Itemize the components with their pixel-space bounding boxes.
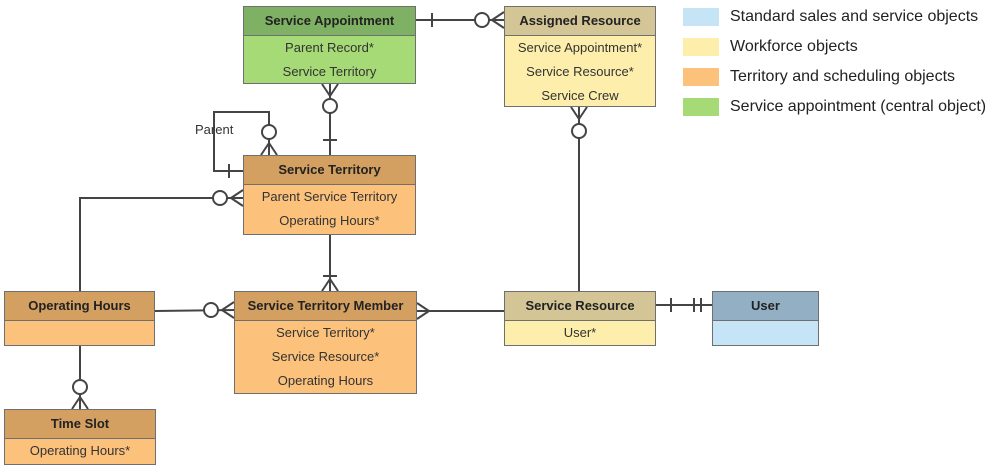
crows-foot bbox=[570, 106, 580, 120]
entity-field: Operating Hours* bbox=[279, 213, 380, 228]
crows-foot bbox=[578, 106, 588, 120]
entity-service-resource[interactable]: Service Resource User* bbox=[504, 291, 656, 346]
legend-swatch bbox=[683, 38, 719, 56]
entity-field: User* bbox=[563, 325, 597, 340]
legend-label: Standard sales and service objects bbox=[730, 8, 979, 25]
entity-title: Time Slot bbox=[5, 410, 155, 439]
entity-time-slot[interactable]: Time Slot Operating Hours* bbox=[4, 409, 156, 465]
entity-field: Operating Hours* bbox=[29, 443, 131, 458]
crows-foot bbox=[491, 19, 505, 29]
zero-marker bbox=[261, 124, 277, 140]
crows-foot bbox=[321, 278, 331, 292]
legend-label: Territory and scheduling objects bbox=[730, 68, 956, 85]
crows-foot bbox=[321, 83, 331, 97]
entity-field: Service Resource* bbox=[271, 349, 380, 364]
crows-foot bbox=[221, 301, 235, 311]
zero-marker bbox=[322, 98, 338, 114]
legend-swatch bbox=[683, 8, 719, 26]
legend-swatch bbox=[683, 68, 719, 86]
crows-foot bbox=[268, 142, 278, 156]
entity-operating-hours[interactable]: Operating Hours bbox=[4, 291, 155, 346]
crows-foot bbox=[329, 278, 339, 292]
relationship-line bbox=[154, 309, 235, 312]
entity-field: Parent Record* bbox=[285, 40, 374, 55]
zero-marker bbox=[72, 379, 88, 395]
crows-foot bbox=[71, 396, 81, 410]
entity-field: Service Territory* bbox=[276, 325, 375, 340]
entity-user[interactable]: User bbox=[712, 291, 819, 346]
crows-foot bbox=[329, 83, 339, 97]
legend-label: Workforce objects bbox=[730, 38, 858, 55]
entity-title: Service Resource bbox=[505, 292, 655, 321]
zero-marker bbox=[212, 190, 228, 206]
entity-title: Service Territory bbox=[244, 156, 415, 185]
entity-title: Service Appointment bbox=[244, 7, 415, 36]
entity-field: Service Resource* bbox=[526, 64, 634, 79]
entity-title: Operating Hours bbox=[5, 292, 154, 321]
entity-title: Service Territory Member bbox=[235, 292, 416, 321]
entity-assigned-resource[interactable]: Assigned Resource Service Appointment* S… bbox=[504, 6, 656, 107]
entity-field: Service Appointment* bbox=[517, 40, 643, 55]
entity-service-appointment[interactable]: Service Appointment Parent Record* Servi… bbox=[243, 6, 416, 84]
crows-foot bbox=[416, 310, 430, 320]
crows-foot bbox=[221, 309, 235, 319]
entity-field: Operating Hours bbox=[277, 373, 374, 388]
entity-field: Service Crew bbox=[541, 88, 619, 103]
zero-marker bbox=[474, 12, 490, 28]
crows-foot bbox=[230, 197, 244, 207]
zero-marker bbox=[571, 123, 587, 139]
crows-foot bbox=[230, 189, 244, 199]
entity-field: Parent Service Territory bbox=[261, 189, 398, 204]
entity-service-territory[interactable]: Service Territory Parent Service Territo… bbox=[243, 155, 416, 235]
relationship-line bbox=[79, 197, 243, 291]
crows-foot bbox=[79, 396, 89, 410]
legend-swatch bbox=[683, 98, 719, 116]
legend-label: Service appointment (central object) bbox=[730, 98, 987, 115]
entity-service-territory-member[interactable]: Service Territory Member Service Territo… bbox=[234, 291, 417, 394]
entity-title: User bbox=[713, 292, 818, 321]
entity-field: Service Territory bbox=[282, 64, 377, 79]
entity-title: Assigned Resource bbox=[505, 7, 655, 36]
crows-foot bbox=[491, 11, 505, 21]
zero-marker bbox=[203, 302, 219, 318]
parent-relationship-label: Parent bbox=[195, 122, 234, 137]
crows-foot bbox=[260, 142, 270, 156]
crows-foot bbox=[416, 302, 430, 312]
